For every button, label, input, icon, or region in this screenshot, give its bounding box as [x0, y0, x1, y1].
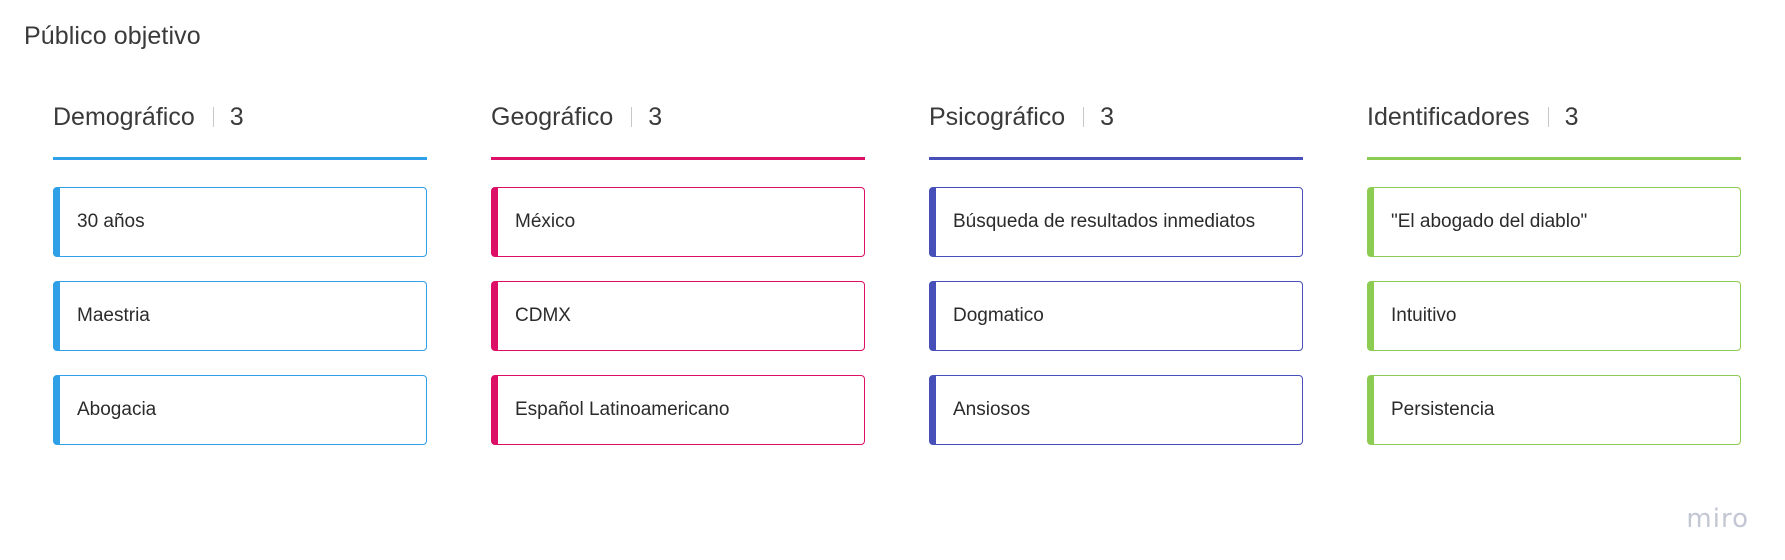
board-title: Público objetivo [24, 22, 201, 50]
column-header[interactable]: Demográfico 3 [53, 100, 427, 134]
card[interactable]: CDMX [491, 281, 865, 351]
card[interactable]: Abogacia [53, 375, 427, 445]
card-list: Búsqueda de resultados inmediatos Dogmat… [929, 187, 1303, 445]
column-header[interactable]: Geográfico 3 [491, 100, 865, 134]
column-separator [212, 107, 214, 127]
column-count: 3 [648, 102, 663, 131]
card-list: México CDMX Español Latinoamericano [491, 187, 865, 445]
card[interactable]: Español Latinoamericano [491, 375, 865, 445]
card[interactable]: "El abogado del diablo" [1367, 187, 1741, 257]
column-count: 3 [1100, 102, 1115, 131]
card-list: 30 años Maestria Abogacia [53, 187, 427, 445]
column-count: 3 [1564, 102, 1579, 131]
card[interactable]: Maestria [53, 281, 427, 351]
column-title: Demográfico [53, 102, 195, 131]
column-geografico: Geográfico 3 México CDMX Español Latinoa… [491, 100, 865, 469]
column-title: Identificadores [1367, 102, 1530, 131]
column-psicografico: Psicográfico 3 Búsqueda de resultados in… [929, 100, 1303, 469]
column-demografico: Demográfico 3 30 años Maestria Abogacia [53, 100, 427, 469]
card[interactable]: México [491, 187, 865, 257]
card[interactable]: Persistencia [1367, 375, 1741, 445]
column-underline [929, 157, 1303, 160]
card[interactable]: Ansiosos [929, 375, 1303, 445]
card[interactable]: Búsqueda de resultados inmediatos [929, 187, 1303, 257]
miro-watermark: miro [1686, 504, 1749, 534]
column-title: Geográfico [491, 102, 614, 131]
column-underline [1367, 157, 1741, 160]
card[interactable]: Intuitivo [1367, 281, 1741, 351]
card-list: "El abogado del diablo" Intuitivo Persis… [1367, 187, 1741, 445]
column-identificadores: Identificadores 3 "El abogado del diablo… [1367, 100, 1741, 469]
column-underline [53, 157, 427, 160]
column-underline [491, 157, 865, 160]
column-header[interactable]: Identificadores 3 [1367, 100, 1741, 134]
column-count: 3 [229, 102, 244, 131]
column-separator [631, 107, 633, 127]
column-header[interactable]: Psicográfico 3 [929, 100, 1303, 134]
column-separator [1547, 107, 1549, 127]
card[interactable]: Dogmatico [929, 281, 1303, 351]
card[interactable]: 30 años [53, 187, 427, 257]
column-separator [1083, 107, 1085, 127]
column-title: Psicográfico [929, 102, 1066, 131]
